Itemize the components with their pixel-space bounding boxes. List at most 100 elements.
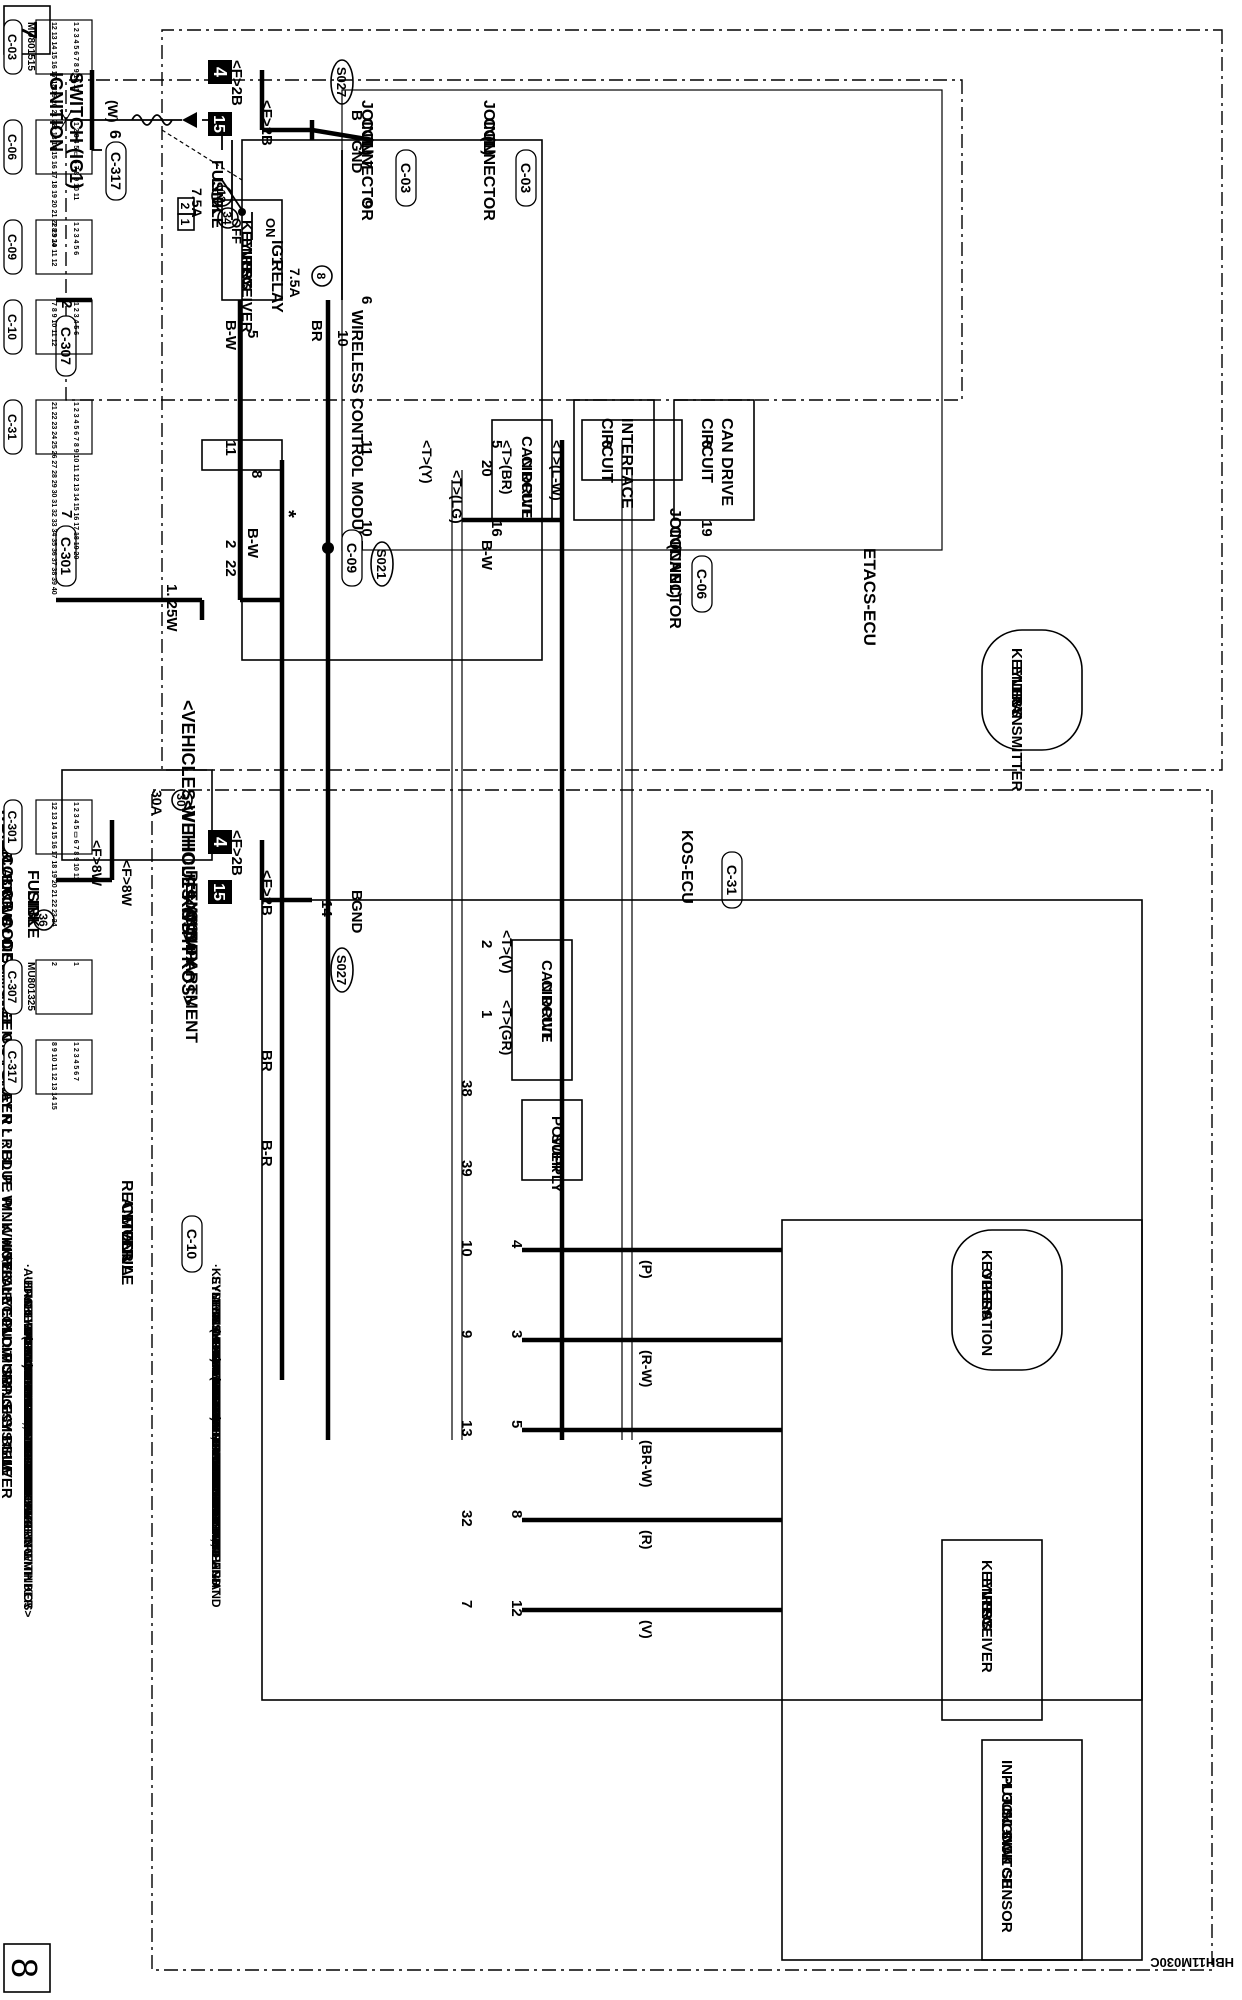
note-line: ·HEADLIGHT <box>21 1408 35 1483</box>
svg-text:11: 11 <box>222 440 239 456</box>
note-line: MULTI-COMMUNICATION <box>209 1312 223 1456</box>
with-kos-title: <VEHICLES WITH KOS> <box>178 800 198 1006</box>
svg-text:7: 7 <box>458 1600 475 1608</box>
joint-connector-c03-b: JOINT CONNECTOR (1) C-03 20 B-W <box>478 100 537 571</box>
svg-text:34: 34 <box>220 211 234 225</box>
svg-text:(R): (R) <box>639 1530 655 1549</box>
svg-text:TRANSMITTER: TRANSMITTER <box>1008 684 1025 792</box>
svg-text:CAN DRIVE: CAN DRIVE <box>538 960 555 1043</box>
svg-text:9: 9 <box>358 200 375 208</box>
svg-text:4: 4 <box>210 67 230 77</box>
svg-text:16: 16 <box>488 520 505 537</box>
etacs-outline <box>65 79 963 401</box>
svg-text:CAN DRIVE: CAN DRIVE <box>718 418 735 506</box>
note-line: TONE ALARM <box>209 1348 223 1427</box>
svg-text:CAN DRIVE: CAN DRIVE <box>518 436 535 519</box>
svg-text:CIRCUIT: CIRCUIT <box>538 980 555 1041</box>
svg-text:32: 32 <box>458 1510 475 1527</box>
connector-row: 8 9 10 11 12 13 14 15 <box>50 1042 57 1110</box>
svg-text:8: 8 <box>508 1510 525 1518</box>
svg-text:19: 19 <box>698 520 715 537</box>
svg-text:12: 12 <box>214 189 228 203</box>
svg-text:FUSIBLE: FUSIBLE <box>24 870 41 939</box>
joint-connector-c03-a: JOINT CONNECTOR (1) C-03 11 8 2 22 B-W <box>201 100 417 577</box>
joint-connector-c06: JOINT CONNECTOR (CAN1) C-06 6 19 5 16 <box>488 419 715 629</box>
svg-text:ENTRY: ENTRY <box>1008 666 1025 716</box>
note-line: SYSTEM <box>21 1432 35 1481</box>
svg-text:OFF: OFF <box>229 218 244 244</box>
note-line: ·DAYTIME RUNNING LIGHT <box>21 1324 35 1480</box>
connector-view-code: C-31 <box>5 414 19 440</box>
note-line: OIL PRESSURE WARNING <box>21 1300 35 1450</box>
with-kos-br-r-label: B-R <box>258 1140 275 1167</box>
connector-view-code: C-10 <box>5 314 19 340</box>
svg-text:CONNECTOR: CONNECTOR <box>480 118 497 221</box>
with-kos-ground: <F>2B <F>2B 4 15 14 B S027 <box>208 830 365 993</box>
svg-text:S027: S027 <box>334 67 349 97</box>
connector-row: 12 13 14 15 16 17 18 19 20 21 22 23 24 <box>50 122 57 247</box>
connector-row: 1 2 3 4 5 6 7 8 9 10 11 12 13 14 15 16 1… <box>72 402 79 559</box>
note-line: ILLUMINATION LIGHT <box>21 1384 35 1509</box>
etacs-can-pin6: 6 <box>598 440 615 448</box>
note-line: ·REAR WIPER AND WASHER <box>209 1360 223 1526</box>
ignition-pin: 6 <box>106 130 123 139</box>
note-line: SYSTEM (MMCS) <box>209 1324 223 1421</box>
note-line: ·HEADLIGHT LEVELING <box>21 1420 35 1557</box>
connector-row: 2 <box>50 962 57 966</box>
svg-text:3: 3 <box>508 1330 525 1338</box>
note-line: (DRL) <box>21 1336 35 1369</box>
with-kos-region <box>151 789 1213 1971</box>
svg-text:KOS-ECU: KOS-ECU <box>678 830 695 904</box>
connector-view-code: C-307 <box>5 971 19 1004</box>
svg-text:INPUT SIGNAL: INPUT SIGNAL <box>998 1760 1015 1866</box>
receiver-antenna-module: RECEIVER ANTENNA MODULE C-10 KEYLESS ENT… <box>118 1180 1143 1961</box>
note-line: <VEHICLES WITH KOS> <box>21 1480 35 1617</box>
svg-text:39: 39 <box>458 1160 475 1177</box>
svg-text:POWER: POWER <box>548 1116 565 1173</box>
svg-text:RECEIVER: RECEIVER <box>238 256 255 333</box>
svg-text:6: 6 <box>358 296 375 304</box>
connector-part-number: MU801325 <box>25 962 36 1011</box>
fuse-12: 12 7.5A <box>189 140 233 220</box>
gnd-wire-wck <box>311 127 373 143</box>
svg-text:8: 8 <box>248 470 265 478</box>
svg-text:CIRCUIT: CIRCUIT <box>698 418 715 483</box>
svg-text:CONNECTOR: CONNECTOR <box>358 118 375 221</box>
svg-text:KEYLESS: KEYLESS <box>1008 648 1025 718</box>
svg-text:WIRELESS CONTROL MODULE: WIRELESS CONTROL MODULE <box>348 310 365 551</box>
svg-text:KEY: KEY <box>978 1286 995 1317</box>
svg-text:1: 1 <box>478 1010 495 1018</box>
page-number-right: 8 <box>3 1943 51 1993</box>
svg-text:<T>(V): <T>(V) <box>499 930 515 974</box>
svg-text:15: 15 <box>210 115 227 133</box>
svg-text:15: 15 <box>210 883 227 901</box>
connector-view-code: C-317 <box>5 1051 19 1084</box>
connector-row: 7 8 9 10 11 12 <box>50 222 57 266</box>
svg-text:JOINT: JOINT <box>666 508 683 555</box>
note-line: LICENSE PLATE LIGHT AND <box>209 1396 223 1558</box>
connector-row: 1 2 3 4 5 6 7 8 9 10 11 <box>72 22 79 92</box>
connector-view-code: C-03 <box>5 34 19 60</box>
svg-text:KEYLESS: KEYLESS <box>238 220 255 290</box>
svg-text:13: 13 <box>458 1420 475 1437</box>
svg-text:·LOCK SWITCH: ·LOCK SWITCH <box>998 1778 1015 1889</box>
connector-row: 1 2 3 4 5 6 7 <box>72 1042 79 1081</box>
svg-text:·UNLOCK SENSOR: ·UNLOCK SENSOR <box>998 1796 1015 1933</box>
connector-view-code: C-06 <box>5 134 19 160</box>
svg-text:GND: GND <box>348 900 365 934</box>
note-line: ·TURN-SIGNAL LIGHT AND <box>209 1432 223 1587</box>
svg-text:8: 8 <box>4 1958 45 1978</box>
svg-text:C-307: C-307 <box>58 327 74 365</box>
note-line: REAR SIDE MARKER LIGHT, <box>209 1384 223 1547</box>
wire-color-code: WIRE COLOR CODE B : BLACK LG : LIGHT GRE… <box>0 808 15 1499</box>
svg-text:B: B <box>348 110 365 121</box>
connector-row: 1 2 3 4 5 ▭ 6 7 8 9 10 11 <box>72 802 79 880</box>
svg-text:12: 12 <box>508 1600 525 1617</box>
svg-text:GND: GND <box>348 140 365 174</box>
svg-text:ENTRY: ENTRY <box>978 1578 995 1628</box>
